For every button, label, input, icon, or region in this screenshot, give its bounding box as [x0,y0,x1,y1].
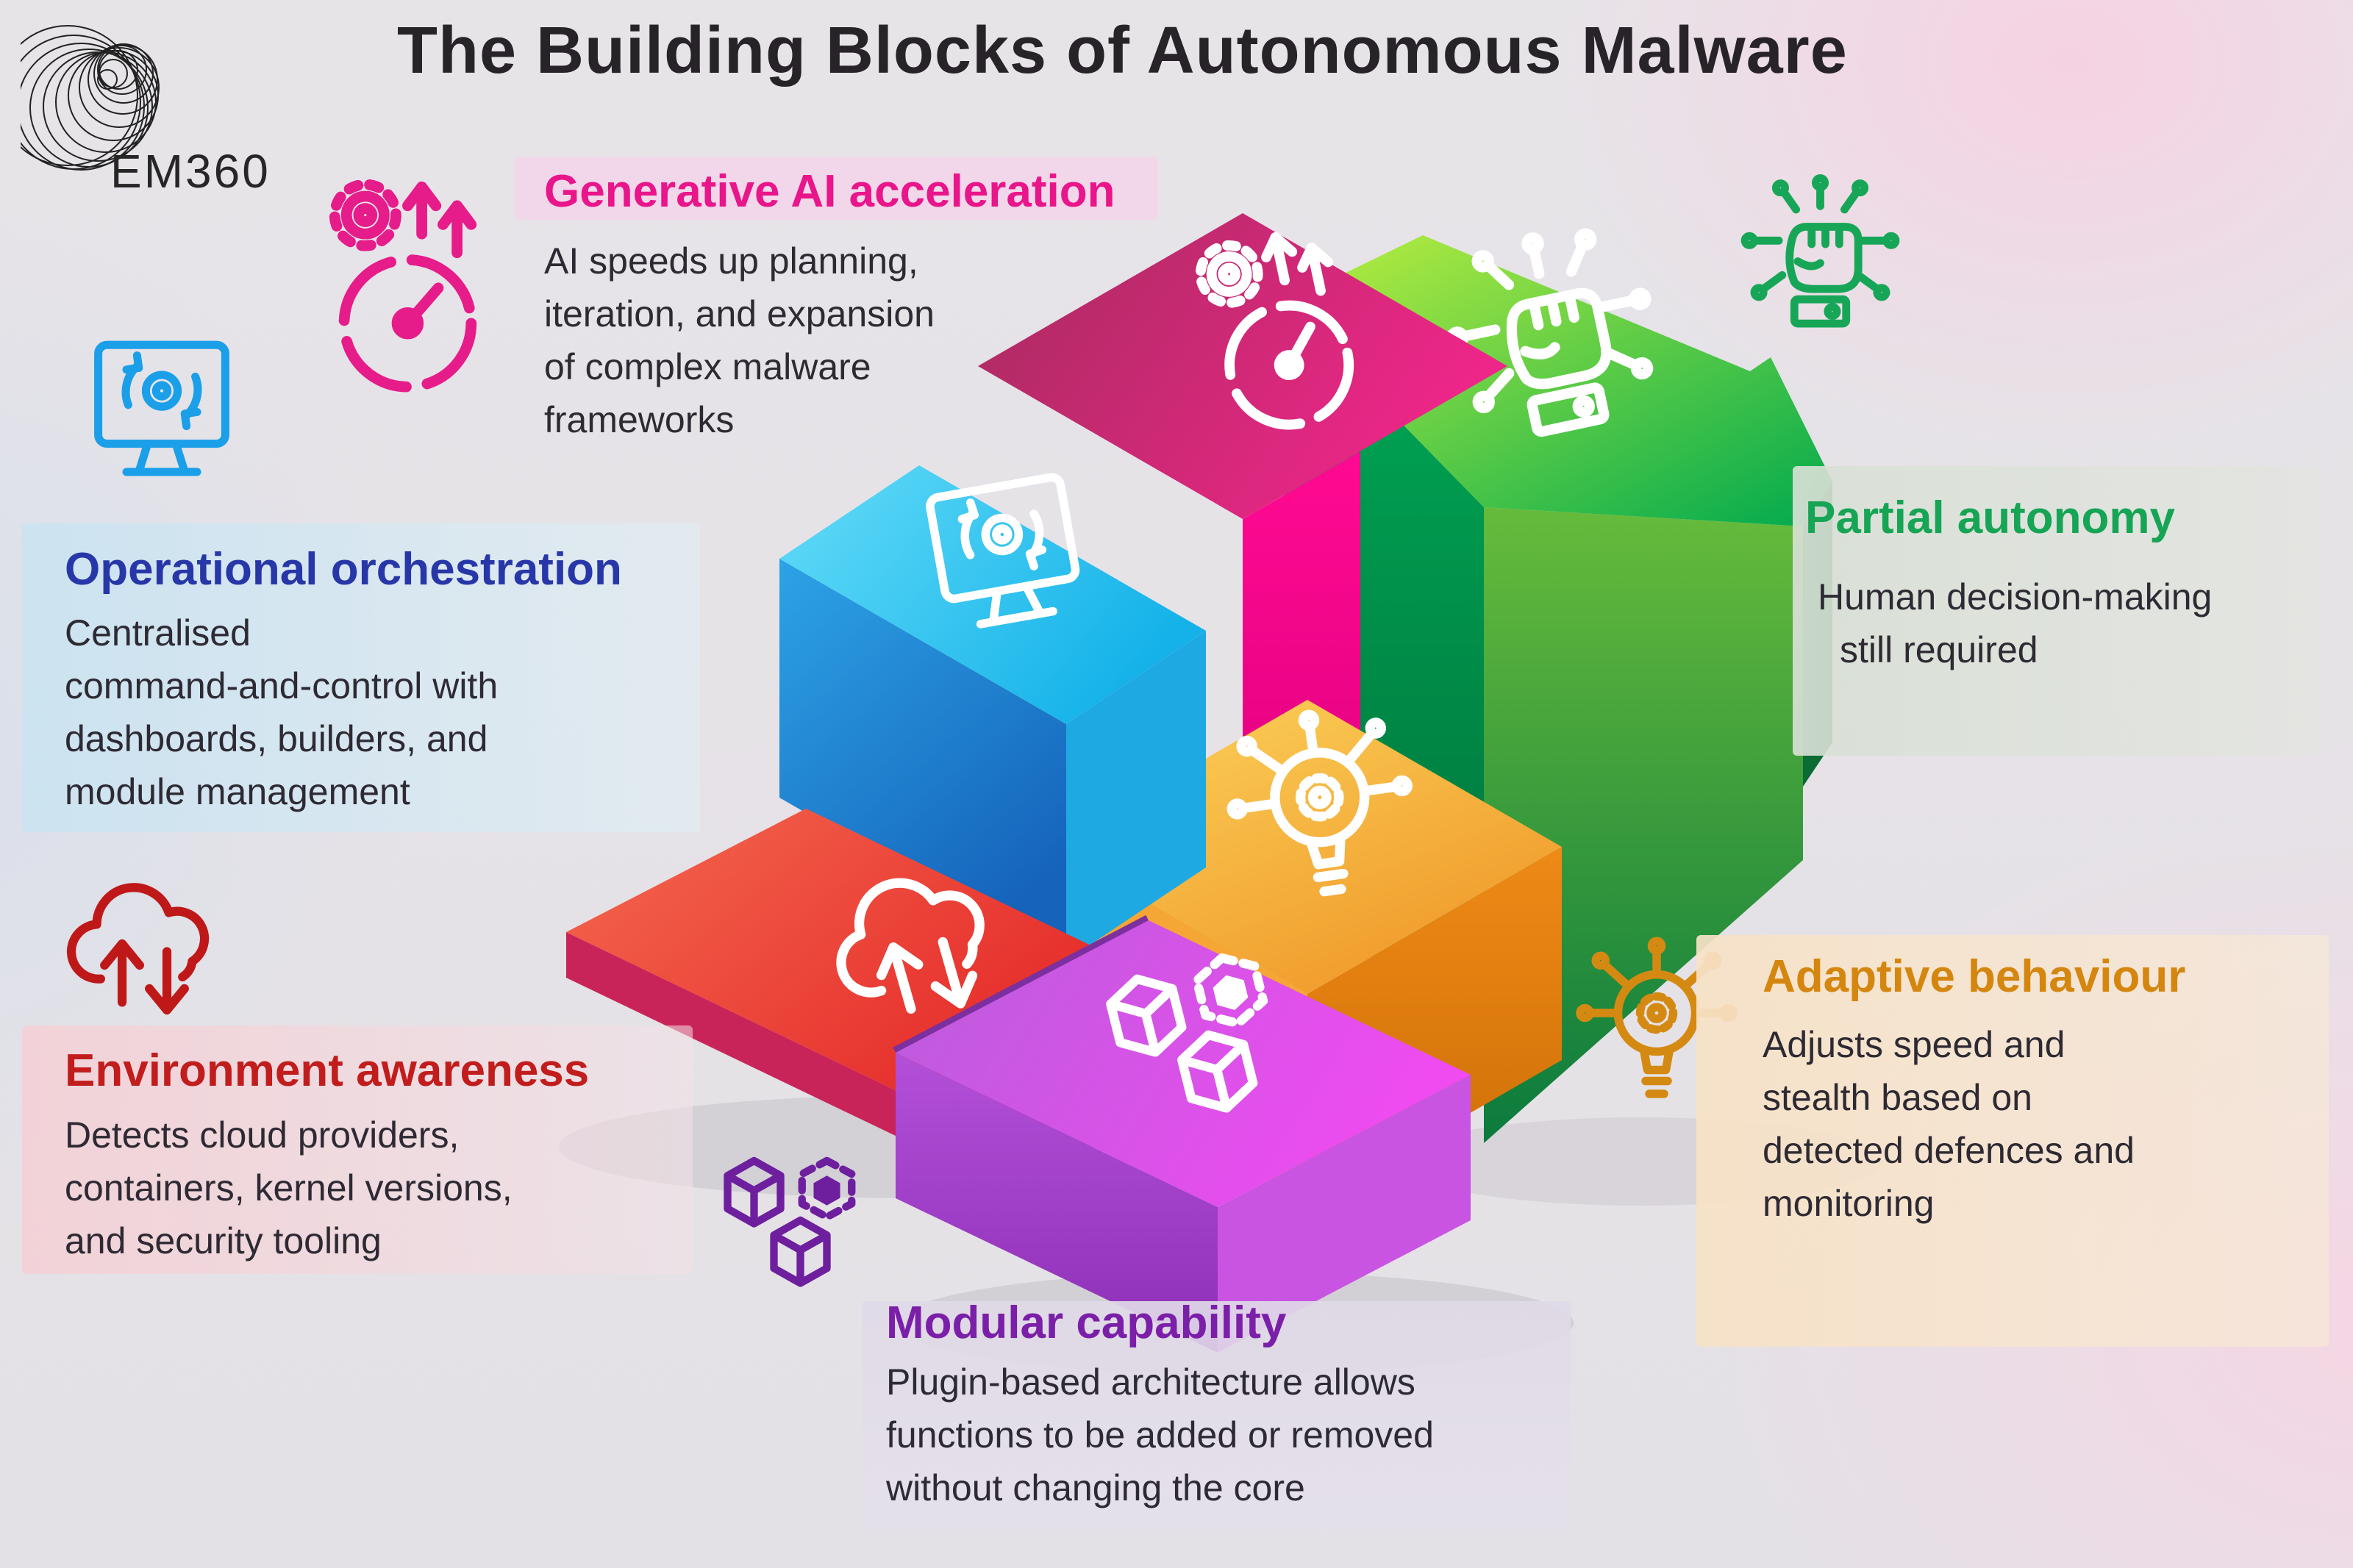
generative-title-strip [515,157,1158,220]
body-line: monitoring [1763,1183,1935,1224]
body-line: dashboards, builders, and [65,718,488,759]
brand-wordmark: EM360 [110,145,271,198]
adaptive-panel [1696,935,2329,1347]
body-line: detected defences and [1763,1130,2135,1171]
body-line: of complex malware [544,346,871,387]
section-title-adaptive: Adaptive behaviour [1763,951,2186,1002]
section-body-generative: AI speeds up planning, iteration, and ex… [544,235,935,446]
body-line: functions to be added or removed [886,1414,1434,1456]
section-title-generative: Generative AI acceleration [544,166,1115,217]
page-title: The Building Blocks of Autonomous Malwar… [397,14,1848,87]
section-body-environment: Detects cloud providers, containers, ker… [65,1109,513,1267]
body-line: Adjusts speed and [1763,1024,2065,1065]
body-line: command-and-control with [65,665,499,706]
section-title-operational: Operational orchestration [65,544,622,595]
em360-logo-spiral-icon [21,25,160,171]
section-body-partial: Human decision-making still required [1818,570,2212,676]
body-line: containers, kernel versions, [65,1167,513,1209]
body-line: Detects cloud providers, [65,1114,460,1156]
body-line: Human decision-making [1818,576,2213,617]
section-body-adaptive: Adjusts speed and stealth based on detec… [1763,1018,2135,1230]
body-line: AI speeds up planning, [544,240,918,282]
body-line: and security tooling [65,1220,382,1261]
section-title-modular: Modular capability [886,1297,1287,1348]
monitor-sync-icon [99,345,226,472]
purple-block [893,914,1471,1353]
body-line: frameworks [544,399,735,440]
cloud-transfer-icon [71,887,204,1010]
partial-panel [1793,466,2318,756]
blue-block [779,465,1206,963]
gauge-gear-icon [335,185,471,387]
body-line: module management [65,771,410,812]
section-body-modular: Plugin-based architecture allows functio… [886,1356,1434,1514]
operational-panel [22,523,700,832]
body-line: stealth based on [1763,1077,2032,1118]
body-line: iteration, and expansion [544,293,935,334]
body-line: still required [1840,629,2038,670]
body-line: without changing the core [886,1467,1305,1508]
section-title-environment: Environment awareness [65,1045,590,1096]
section-title-partial: Partial autonomy [1805,493,2175,543]
modular-panel [862,1301,1571,1535]
section-body-operational: Centralised command-and-control with das… [65,606,498,818]
body-line: Centralised [65,612,251,654]
fist-circuit-icon [1745,178,1896,323]
body-line: Plugin-based architecture allows [886,1361,1415,1403]
environment-panel [22,1025,693,1274]
